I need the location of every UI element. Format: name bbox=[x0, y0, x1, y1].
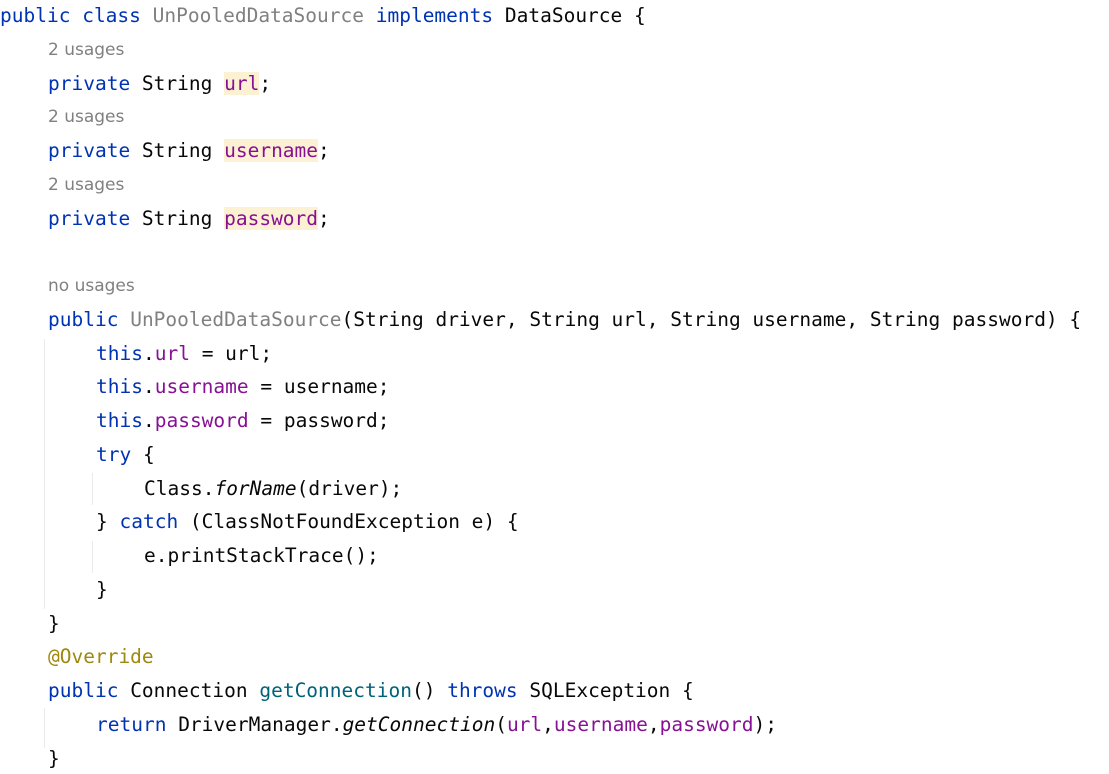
code-token: . bbox=[142, 375, 155, 399]
code-line[interactable]: this.url = url; bbox=[96, 338, 272, 370]
code-token: = username; bbox=[248, 375, 390, 399]
code-token: UnPooledDataSource bbox=[130, 307, 342, 331]
code-token: class bbox=[82, 4, 141, 27]
code-token: public bbox=[48, 307, 119, 331]
indent-guide bbox=[44, 339, 45, 609]
code-token: { bbox=[131, 442, 155, 466]
code-token: password bbox=[659, 712, 754, 736]
code-token: this bbox=[96, 375, 143, 399]
code-token: ; bbox=[318, 139, 330, 162]
code-token: implements bbox=[375, 4, 494, 27]
code-token: private bbox=[48, 71, 131, 95]
code-token: public bbox=[48, 679, 119, 702]
code-line[interactable]: private String username; bbox=[48, 135, 330, 167]
code-token: Connection bbox=[118, 679, 260, 702]
code-line[interactable]: } bbox=[96, 574, 108, 606]
code-token: forName bbox=[214, 476, 297, 500]
code-token: = url; bbox=[189, 341, 273, 365]
code-token: catch bbox=[119, 510, 179, 534]
usage-hint[interactable]: no usages bbox=[48, 276, 135, 296]
code-token bbox=[118, 308, 130, 331]
code-token bbox=[70, 4, 82, 27]
code-token: url bbox=[154, 341, 190, 365]
code-line[interactable]: @Override bbox=[48, 641, 154, 673]
code-token: String bbox=[130, 206, 225, 230]
usage-hint[interactable]: 2 usages bbox=[48, 174, 125, 195]
code-token: try bbox=[96, 442, 132, 466]
code-token: (ClassNotFoundException e) { bbox=[178, 510, 519, 534]
code-token: ; bbox=[318, 206, 330, 230]
code-token: DataSource { bbox=[493, 4, 646, 27]
indent-guide bbox=[44, 708, 45, 748]
code-token: username bbox=[154, 375, 249, 399]
code-token: ; bbox=[259, 71, 272, 95]
code-token: SQLException { bbox=[517, 679, 694, 702]
code-token: (driver); bbox=[296, 476, 403, 500]
code-token: public bbox=[0, 4, 71, 27]
code-line[interactable]: public class UnPooledDataSource implemen… bbox=[0, 0, 646, 32]
indent-guide bbox=[92, 541, 93, 573]
code-token: } bbox=[96, 577, 108, 601]
code-line[interactable]: try { bbox=[96, 439, 155, 471]
code-token: String bbox=[130, 71, 225, 95]
code-token: throws bbox=[447, 679, 518, 702]
code-token: UnPooledDataSource bbox=[152, 4, 364, 27]
code-token: = password; bbox=[248, 409, 390, 432]
code-token: @Override bbox=[48, 645, 154, 669]
code-line[interactable]: private String url; bbox=[48, 68, 271, 100]
code-token: this bbox=[96, 341, 143, 365]
code-line[interactable]: e.printStackTrace(); bbox=[144, 540, 379, 572]
code-token: getConnection bbox=[342, 712, 496, 736]
code-line[interactable]: this.password = password; bbox=[96, 405, 390, 437]
code-token: url bbox=[506, 712, 543, 736]
code-token: this bbox=[96, 409, 143, 432]
code-token: ( bbox=[495, 712, 507, 736]
code-token: password bbox=[154, 409, 249, 432]
code-token: ); bbox=[753, 712, 777, 736]
code-token: } bbox=[48, 611, 60, 635]
code-token: Class. bbox=[144, 476, 215, 500]
code-token: , bbox=[647, 712, 660, 736]
code-token: () bbox=[411, 679, 448, 702]
code-line[interactable]: } catch (ClassNotFoundException e) { bbox=[96, 506, 519, 538]
code-token: password bbox=[224, 206, 319, 230]
usage-hint[interactable]: 2 usages bbox=[48, 39, 125, 60]
code-token: } bbox=[96, 510, 120, 534]
code-line[interactable]: return DriverManager.getConnection(url,u… bbox=[96, 709, 777, 741]
code-line[interactable]: } bbox=[48, 608, 60, 640]
code-token: url bbox=[224, 71, 260, 95]
code-token: getConnection bbox=[259, 679, 412, 702]
code-token bbox=[364, 4, 376, 27]
code-token: private bbox=[48, 139, 131, 162]
code-line[interactable]: this.username = username; bbox=[96, 371, 390, 403]
indent-guide bbox=[92, 473, 93, 505]
code-line[interactable]: } bbox=[48, 743, 60, 774]
code-token: (String driver, String url, String usern… bbox=[341, 307, 1082, 331]
code-token: , bbox=[542, 712, 554, 736]
code-token: private bbox=[48, 206, 131, 230]
code-line[interactable]: private String password; bbox=[48, 203, 330, 235]
code-token: e.printStackTrace(); bbox=[144, 544, 379, 567]
code-line[interactable]: public Connection getConnection() throws… bbox=[48, 675, 694, 707]
code-token: . bbox=[142, 341, 155, 365]
usage-hint[interactable]: 2 usages bbox=[48, 107, 125, 128]
code-token: DriverManager. bbox=[166, 712, 343, 736]
code-token: String bbox=[130, 139, 225, 162]
code-token: return bbox=[96, 712, 167, 736]
code-token: . bbox=[142, 409, 155, 432]
code-token: } bbox=[48, 746, 60, 770]
code-token bbox=[141, 4, 153, 27]
code-token: username bbox=[553, 712, 648, 736]
code-line[interactable]: public UnPooledDataSource(String driver,… bbox=[48, 304, 1081, 336]
code-token: username bbox=[224, 139, 319, 162]
code-line[interactable]: Class.forName(driver); bbox=[144, 473, 402, 505]
